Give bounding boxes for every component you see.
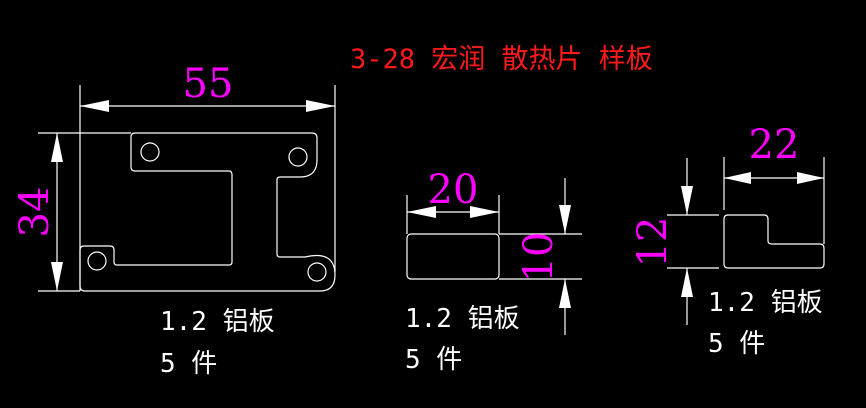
mounting-hole <box>288 147 308 167</box>
dimension-width: 22 <box>723 122 825 244</box>
material-note: 1.2 铝板 <box>160 307 275 337</box>
part-2-outline <box>406 233 500 280</box>
part-1: 55 34 1.2 铝板 5 件 <box>12 61 336 379</box>
dimension-text: 12 <box>630 217 676 268</box>
quantity-note: 5 件 <box>405 345 462 375</box>
dimension-height: 34 <box>12 132 131 292</box>
part-2: 20 10 1.2 铝板 5 件 <box>405 167 582 375</box>
material-note: 1.2 铝板 <box>405 304 520 334</box>
part-3-outline <box>723 214 825 269</box>
dimension-height: 10 <box>499 178 582 335</box>
dimension-width: 20 <box>406 167 500 234</box>
dimension-height: 12 <box>630 158 719 325</box>
mounting-hole <box>140 142 160 162</box>
drawing-title: 3-28 宏润 散热片 样板 <box>350 44 653 75</box>
mounting-hole <box>307 262 327 282</box>
dimension-text: 55 <box>183 61 234 107</box>
dimension-width: 55 <box>79 61 336 291</box>
dimension-text: 10 <box>516 232 562 283</box>
dimension-text: 34 <box>12 187 58 238</box>
quantity-note: 5 件 <box>708 329 765 359</box>
mounting-hole <box>87 251 107 271</box>
part-1-outline <box>79 132 336 292</box>
material-note: 1.2 铝板 <box>708 288 823 318</box>
quantity-note: 5 件 <box>160 349 217 379</box>
part-3: 22 12 1.2 铝板 5 件 <box>630 122 825 359</box>
dimension-text: 22 <box>749 122 800 168</box>
dimension-text: 20 <box>428 167 479 213</box>
